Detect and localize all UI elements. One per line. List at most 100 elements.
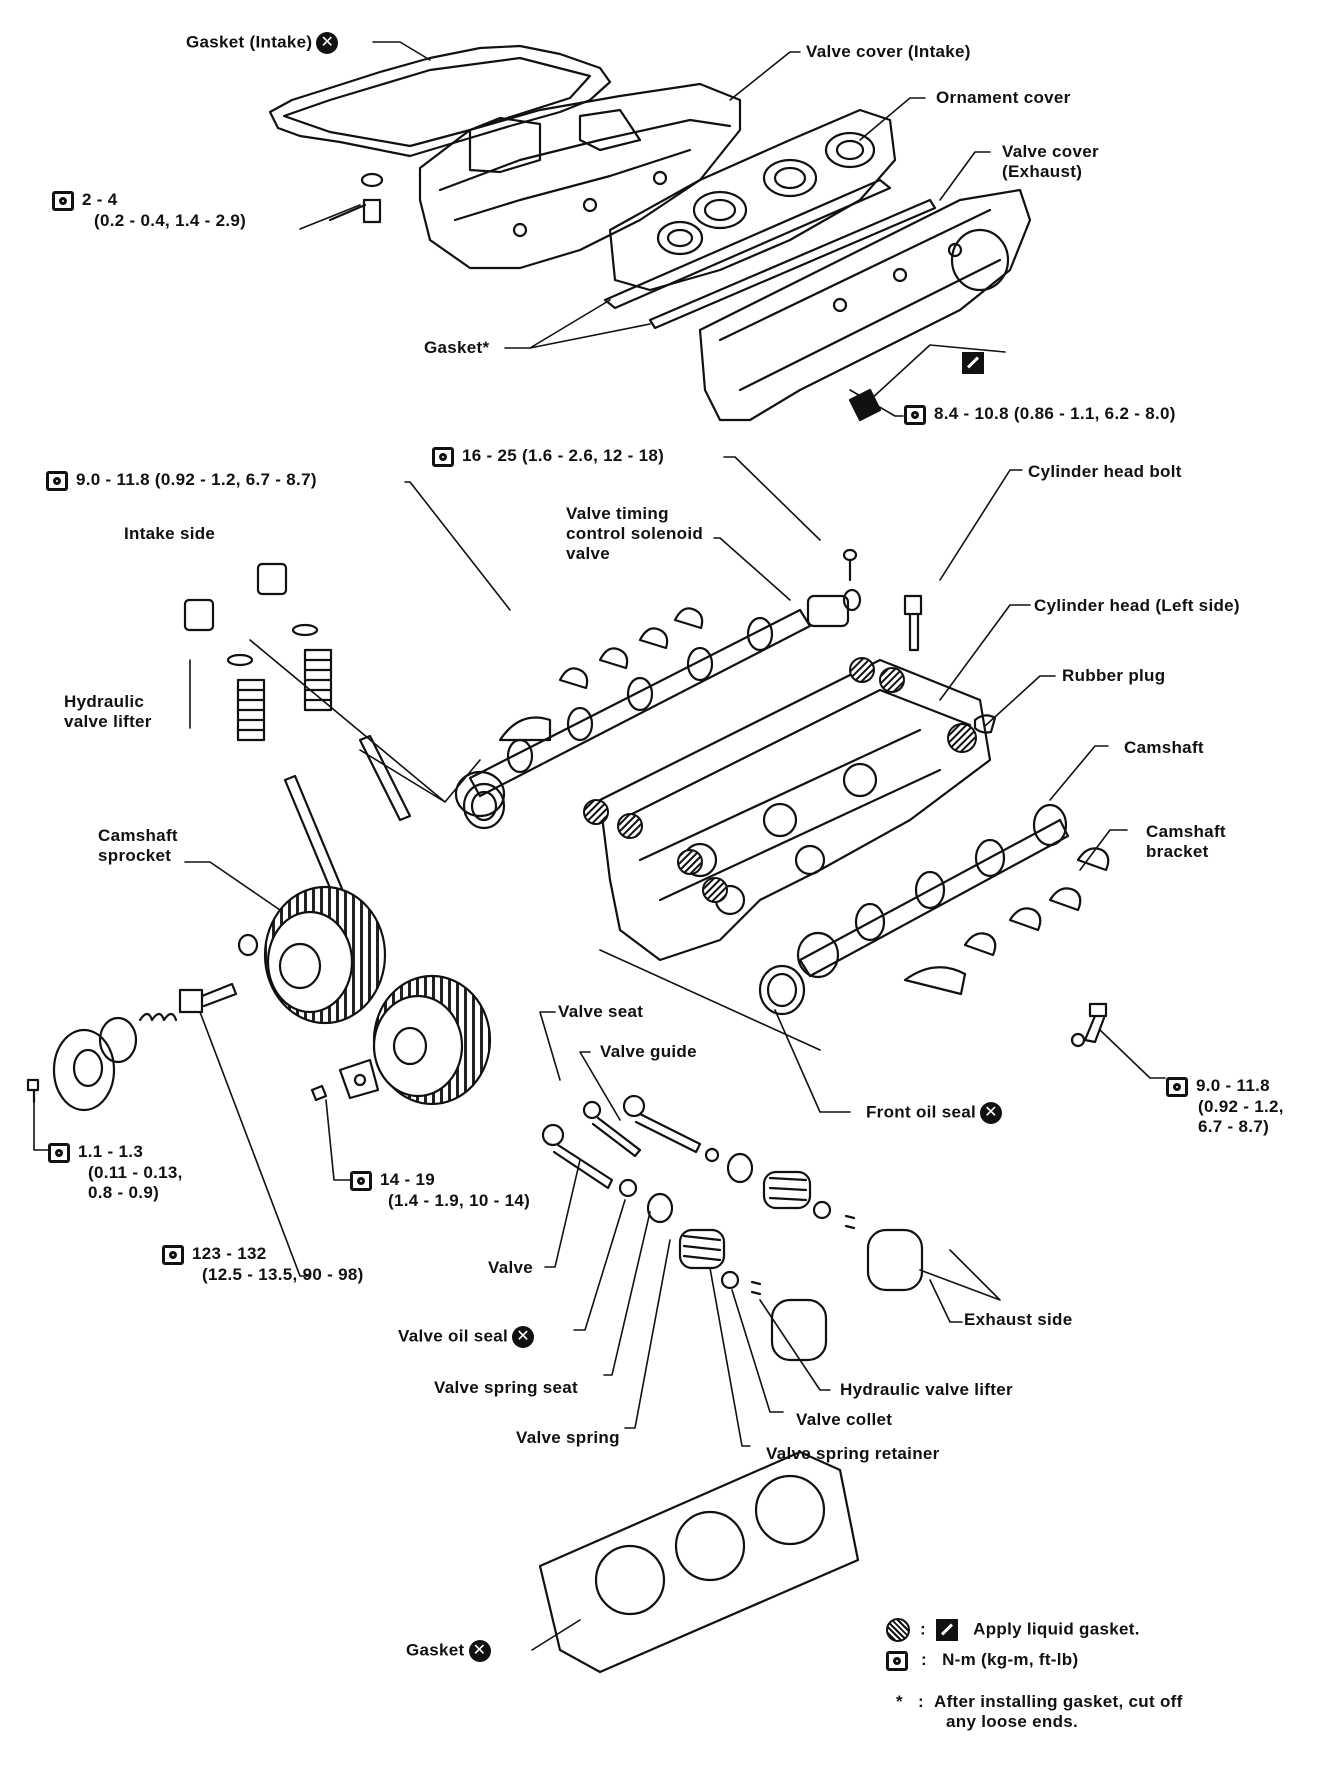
- torque-8-line1: 123 - 132: [192, 1244, 267, 1263]
- label-cylinder-head-bolt: Cylinder head bolt: [1028, 462, 1182, 481]
- cylinder-head-bolt-part: [903, 594, 923, 652]
- label-camshaft-sprocket-line1: Camshaft: [98, 826, 178, 845]
- camshaft-brackets-right-part: [903, 847, 1110, 996]
- o-ring-part: [98, 1016, 138, 1064]
- torque-label-2: 8.4 - 10.8 (0.86 - 1.1, 6.2 - 8.0): [904, 404, 1176, 425]
- legend-torque-units-text: N-m (kg-m, ft-lb): [942, 1650, 1079, 1669]
- label-gasket-star: Gasket*: [424, 338, 490, 357]
- torque-label-8: 123 - 132(12.5 - 13.5, 90 - 98): [162, 1244, 364, 1285]
- label-valve-oil-seal-text: Valve oil seal: [398, 1326, 509, 1346]
- torque-wrench-icon: [48, 1142, 70, 1163]
- leader-lines: [33, 41, 1166, 1651]
- torque-label-3: 16 - 25 (1.6 - 2.6, 12 - 18): [432, 446, 664, 467]
- label-cylinder-head-left: Cylinder head (Left side): [1034, 596, 1240, 615]
- label-gasket-intake: Gasket (Intake)✕: [186, 32, 339, 54]
- label-valve-seat: Valve seat: [558, 1002, 644, 1021]
- solenoid-valve-part: [806, 548, 862, 628]
- legend-liquid-gasket-text: Apply liquid gasket.: [973, 1619, 1140, 1639]
- liquid-gasket-icon: [936, 1619, 959, 1641]
- x-circle-icon: ✕: [512, 1326, 535, 1348]
- valve-cover-bolt-part: [328, 172, 384, 224]
- label-front-oil-seal-text: Front oil seal: [866, 1102, 976, 1122]
- camshaft-left-part: [454, 608, 812, 818]
- legend-note-line2: any loose ends.: [946, 1712, 1079, 1731]
- gasket-strip-part: [603, 178, 892, 310]
- torque-label-5: 9.0 - 11.8(0.92 - 1.2,6.7 - 8.7): [1166, 1076, 1284, 1137]
- label-exhaust-side: Exhaust side: [964, 1310, 1073, 1329]
- cylinder-head-part: [598, 658, 992, 962]
- label-valve-cover-intake: Valve cover (Intake): [806, 42, 971, 61]
- label-valve-timing-line3: valve: [566, 544, 611, 563]
- hatched-circle-icon: [886, 1618, 910, 1642]
- gasket-strip-part-2: [648, 198, 937, 330]
- label-camshaft-bracket-line2: bracket: [1146, 842, 1209, 861]
- torque-6-line1: 1.1 - 1.3: [78, 1142, 144, 1161]
- legend-row-torque: : N-m (kg-m, ft-lb): [886, 1650, 1078, 1671]
- label-front-oil-seal: Front oil seal✕: [866, 1102, 1002, 1124]
- camshaft-brackets-left-part: [498, 607, 704, 742]
- torque-1-line2: (0.2 - 0.4, 1.4 - 2.9): [94, 210, 247, 230]
- label-valve-cover-exhaust-line2: (Exhaust): [1002, 162, 1083, 181]
- torque-wrench-icon: [1166, 1076, 1188, 1097]
- tensioner-plate-part: [310, 1058, 380, 1102]
- bracket-bolt-part: [1070, 1002, 1108, 1048]
- rubber-plug-part: [973, 714, 997, 734]
- label-valve-guide: Valve guide: [600, 1042, 697, 1061]
- label-hydraulic-valve-lifter: Hydraulic valve lifter: [840, 1380, 1013, 1399]
- x-circle-icon: ✕: [316, 32, 339, 54]
- torque-label-1: 2 - 4(0.2 - 0.4, 1.4 - 2.9): [52, 190, 246, 231]
- camshaft-sprocket-right-part: [372, 974, 492, 1106]
- label-gasket-bottom-text: Gasket: [406, 1640, 465, 1660]
- spring-part: [138, 1012, 178, 1022]
- label-valve-timing-line1: Valve timing: [566, 504, 669, 523]
- torque-7-line2: (1.4 - 1.9, 10 - 14): [388, 1190, 531, 1210]
- x-circle-icon: ✕: [980, 1102, 1002, 1124]
- label-intake-side: Intake side: [124, 524, 216, 543]
- torque-5-line2: (0.92 - 1.2,: [1198, 1096, 1284, 1116]
- torque-wrench-icon: [46, 470, 68, 491]
- liquid-gasket-icon: [962, 352, 984, 374]
- torque-wrench-icon: [52, 190, 74, 211]
- legend-liquid-gasket-marker: [962, 352, 984, 374]
- torque-2-value: 8.4 - 10.8 (0.86 - 1.1, 6.2 - 8.0): [934, 404, 1176, 423]
- cover-plate-part: [52, 1028, 116, 1112]
- liquid-gasket-spots: [583, 657, 977, 903]
- label-valve: Valve: [488, 1258, 533, 1277]
- intake-valve-train-part: [183, 562, 412, 902]
- valve-cover-exhaust-part: [698, 188, 1032, 422]
- torque-5-line1: 9.0 - 11.8: [1196, 1076, 1270, 1095]
- washer-part: [237, 933, 259, 957]
- legend-row-liquid-gasket: : Apply liquid gasket.: [886, 1618, 1140, 1642]
- head-gasket-part: [538, 1450, 860, 1674]
- label-valve-spring-retainer: Valve spring retainer: [766, 1444, 940, 1463]
- legend-colon-2: :: [921, 1650, 927, 1669]
- label-valve-cover-exhaust: Valve cover(Exhaust): [1002, 142, 1099, 182]
- torque-label-4: 9.0 - 11.8 (0.92 - 1.2, 6.7 - 8.7): [46, 470, 317, 491]
- camshaft-right-part: [796, 803, 1070, 979]
- x-circle-icon: ✕: [468, 1640, 491, 1662]
- ornament-cover-part: [608, 108, 897, 292]
- torque-8-line2: (12.5 - 13.5, 90 - 98): [202, 1264, 364, 1284]
- legend-asterisk: *: [896, 1692, 903, 1711]
- torque-label-6: 1.1 - 1.3(0.11 - 0.13,0.8 - 0.9): [48, 1142, 183, 1203]
- legend-note-line1: After installing gasket, cut off: [934, 1692, 1183, 1711]
- label-rubber-plug: Rubber plug: [1062, 666, 1166, 685]
- label-valve-oil-seal: Valve oil seal✕: [398, 1326, 535, 1348]
- torque-label-7: 14 - 19(1.4 - 1.9, 10 - 14): [350, 1170, 530, 1211]
- legend-colon-1: :: [920, 1619, 927, 1639]
- sprocket-bolt-part: [178, 982, 238, 1014]
- small-screw-part: [26, 1078, 40, 1104]
- torque-6-line2: (0.11 - 0.13,: [88, 1162, 183, 1182]
- label-camshaft-bracket-line1: Camshaft: [1146, 822, 1226, 841]
- label-camshaft-right: Camshaft: [1124, 738, 1204, 757]
- torque-7-line1: 14 - 19: [380, 1170, 436, 1189]
- label-ornament-cover: Ornament cover: [936, 88, 1071, 107]
- torque-1-line1: 2 - 4: [82, 190, 118, 209]
- label-hydraulic-lifter-line1: Hydraulic: [64, 692, 145, 711]
- label-gasket-bottom: Gasket✕: [406, 1640, 491, 1662]
- camshaft-sprocket-part: [263, 885, 387, 1025]
- label-hydraulic-lifter-line2: valve lifter: [64, 712, 152, 731]
- torque-6-line3: 0.8 - 0.9): [88, 1182, 160, 1202]
